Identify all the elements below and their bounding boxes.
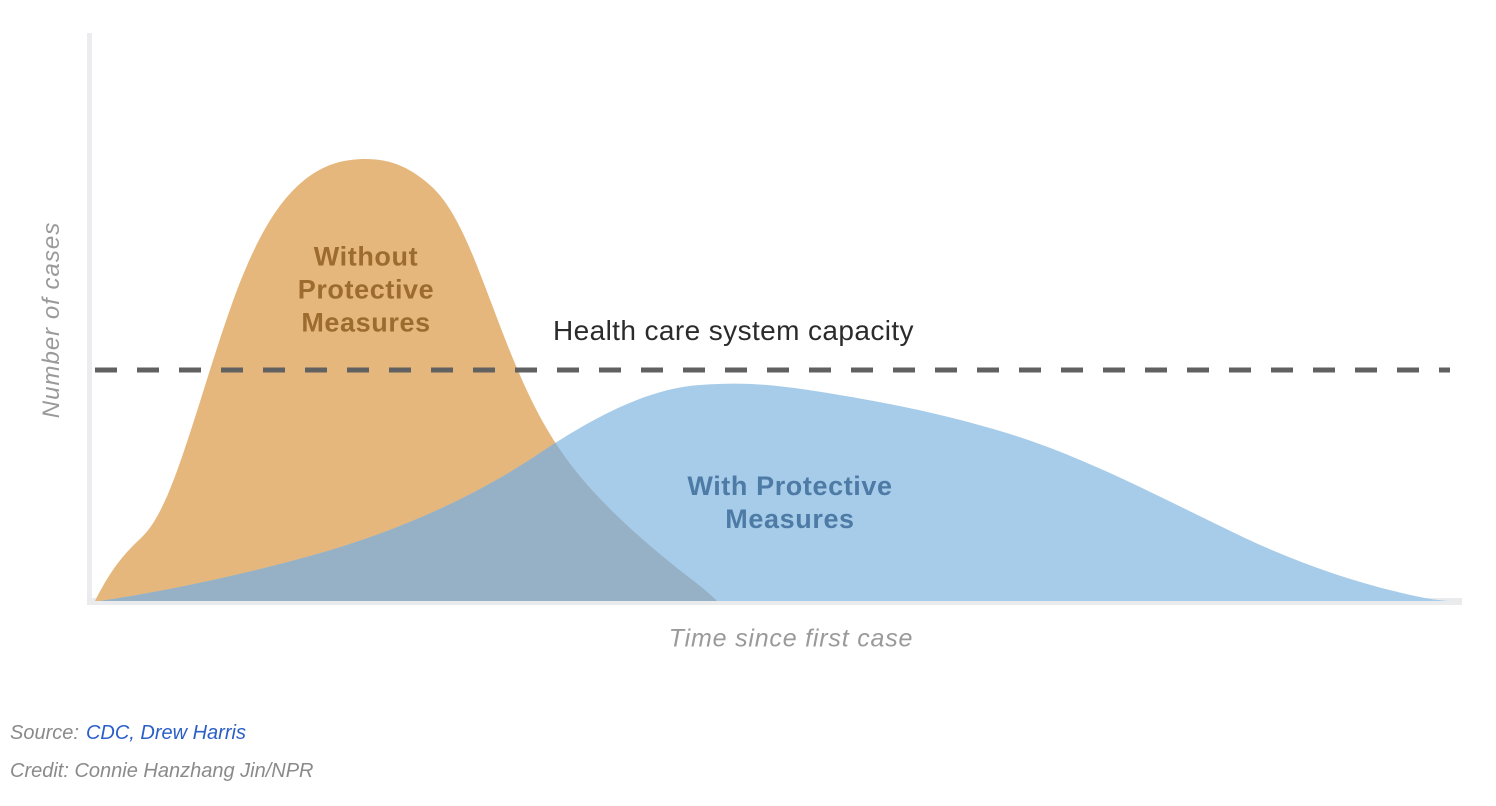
capacity-line-label: Health care system capacity	[553, 315, 914, 346]
source-label: Source:	[10, 722, 79, 744]
x-axis-line	[87, 598, 1462, 605]
without-measures-label: Without Protective Measures	[297, 241, 435, 338]
source-line: Source: CDC, Drew Harris	[10, 722, 246, 745]
source-link[interactable]: CDC, Drew Harris	[85, 722, 246, 744]
x-axis-title: Time since first case	[668, 624, 914, 653]
curves-overlap-region	[100, 383, 717, 601]
y-axis-line	[87, 33, 92, 604]
credit-line: Credit: Connie Hanzhang Jin/NPR	[10, 760, 314, 782]
y-axis-title: Number of cases	[38, 221, 65, 419]
with-measures-label: With Protective Measures	[687, 471, 893, 534]
